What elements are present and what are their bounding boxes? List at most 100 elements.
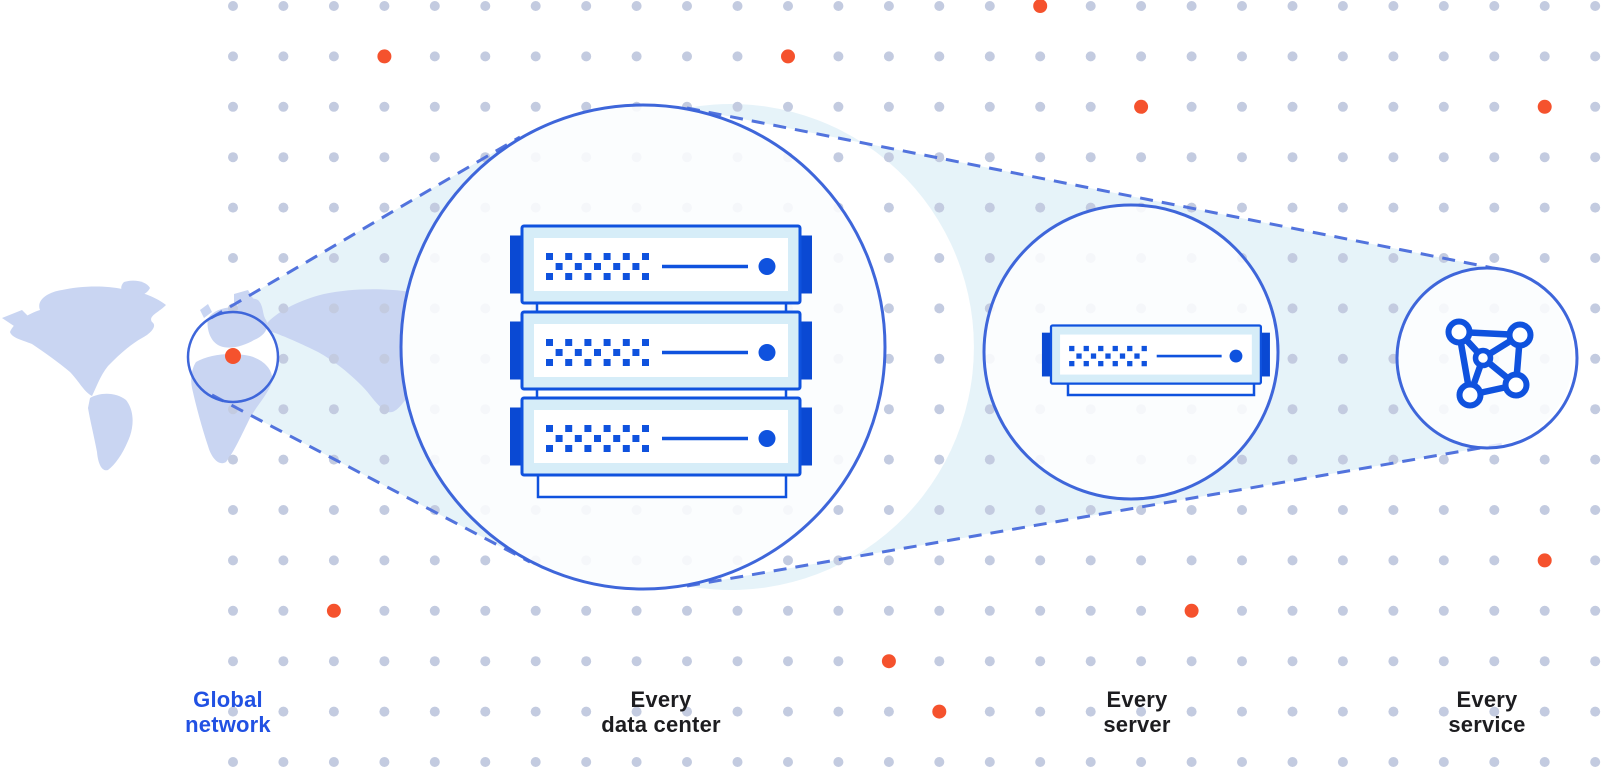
grid-dot (934, 505, 945, 515)
label-line: Every (1456, 687, 1518, 712)
grid-dot (1085, 152, 1096, 163)
grid-dot (1136, 757, 1147, 767)
grid-dot (1237, 555, 1247, 566)
grid-dot (1489, 152, 1500, 163)
grid-dot (1438, 454, 1449, 465)
grid-dot (934, 757, 945, 767)
grid-dot (984, 454, 995, 465)
label-line: server (1103, 712, 1171, 737)
grid-dot (1539, 454, 1550, 465)
grid-dot (1035, 605, 1046, 616)
grid-dot-orange (377, 49, 392, 64)
grid-dot (1136, 152, 1147, 163)
grid-dot (379, 656, 390, 667)
grid-dot (1035, 505, 1046, 515)
grid-dot (1337, 454, 1348, 465)
grid-dot (1337, 656, 1348, 667)
grid-dot (631, 706, 642, 717)
network-mesh-icon (1445, 318, 1534, 409)
grid-dot (1489, 51, 1500, 62)
grid-dot (328, 706, 339, 717)
grid-dot (783, 656, 793, 667)
grid-dot (1388, 152, 1399, 163)
grid-dot (228, 757, 238, 767)
grid-dot (1438, 656, 1449, 667)
grid-dot-orange (932, 704, 947, 719)
grid-dot (228, 656, 238, 667)
grid-dot (581, 757, 592, 767)
server-stack-icon (508, 224, 814, 499)
grid-dot (328, 253, 339, 263)
grid-dot (833, 757, 844, 767)
grid-dot (1085, 1, 1096, 11)
grid-dot (934, 454, 945, 465)
grid-dot (429, 51, 440, 62)
grid-dot (883, 152, 894, 163)
grid-dot (1590, 202, 1601, 213)
grid-dot (328, 404, 339, 415)
grid-dot (682, 706, 692, 717)
grid-dot (1489, 757, 1500, 767)
grid-dot (934, 101, 945, 112)
grid-dot-orange (1184, 603, 1199, 618)
grid-dot (631, 757, 642, 767)
grid-dot (480, 757, 491, 767)
grid-dot (278, 152, 289, 163)
grid-dot (1287, 757, 1298, 767)
grid-dot (328, 51, 339, 62)
grid-dot (1085, 101, 1096, 112)
grid-dot (581, 1, 592, 11)
grid-dot (1489, 1, 1500, 11)
grid-dot (1489, 454, 1500, 465)
grid-dot (934, 555, 945, 566)
grid-dot (1438, 555, 1449, 566)
label-global-network: Global network (185, 687, 271, 737)
grid-dot (1539, 1, 1550, 11)
grid-dot (1388, 51, 1399, 62)
grid-dot (1388, 303, 1399, 314)
grid-dot (1489, 656, 1500, 667)
grid-dot (732, 757, 743, 767)
grid-dot (328, 152, 339, 163)
grid-dot (833, 505, 844, 515)
grid-dot (1590, 51, 1601, 62)
grid-dot (984, 757, 995, 767)
grid-dot (883, 1, 894, 11)
grid-dot (228, 505, 238, 515)
grid-dot (1035, 555, 1046, 566)
grid-dot (379, 555, 390, 566)
grid-dot (1590, 757, 1601, 767)
grid-dot (1085, 656, 1096, 667)
grid-dot (1590, 706, 1601, 717)
grid-dot (934, 303, 945, 314)
grid-dot (1136, 51, 1147, 62)
grid-dot (228, 706, 238, 717)
grid-dot (328, 303, 339, 314)
grid-dot (1438, 202, 1449, 213)
grid-dot (1590, 303, 1601, 314)
grid-dot (883, 353, 894, 364)
grid-dot (1388, 202, 1399, 213)
grid-dot (631, 1, 642, 11)
grid-dot (1388, 757, 1399, 767)
grid-dot (934, 1, 945, 11)
grid-dot (278, 353, 289, 364)
grid-dot (783, 1, 793, 11)
grid-dot (833, 1, 844, 11)
grid-dot (480, 1, 491, 11)
grid-dot (1539, 505, 1550, 515)
grid-dot (1287, 605, 1298, 616)
grid-dot (1337, 101, 1348, 112)
label-every-service: Every service (1448, 687, 1525, 737)
grid-dot (883, 505, 894, 515)
grid-dot (984, 605, 995, 616)
grid-dot (581, 656, 592, 667)
grid-dot (278, 202, 289, 213)
grid-dot (1388, 555, 1399, 566)
grid-dot (429, 101, 440, 112)
zoom-cone-dashes (210, 106, 1504, 588)
grid-dot (1085, 51, 1096, 62)
grid-dot (1186, 152, 1197, 163)
grid-dot (1237, 1, 1247, 11)
